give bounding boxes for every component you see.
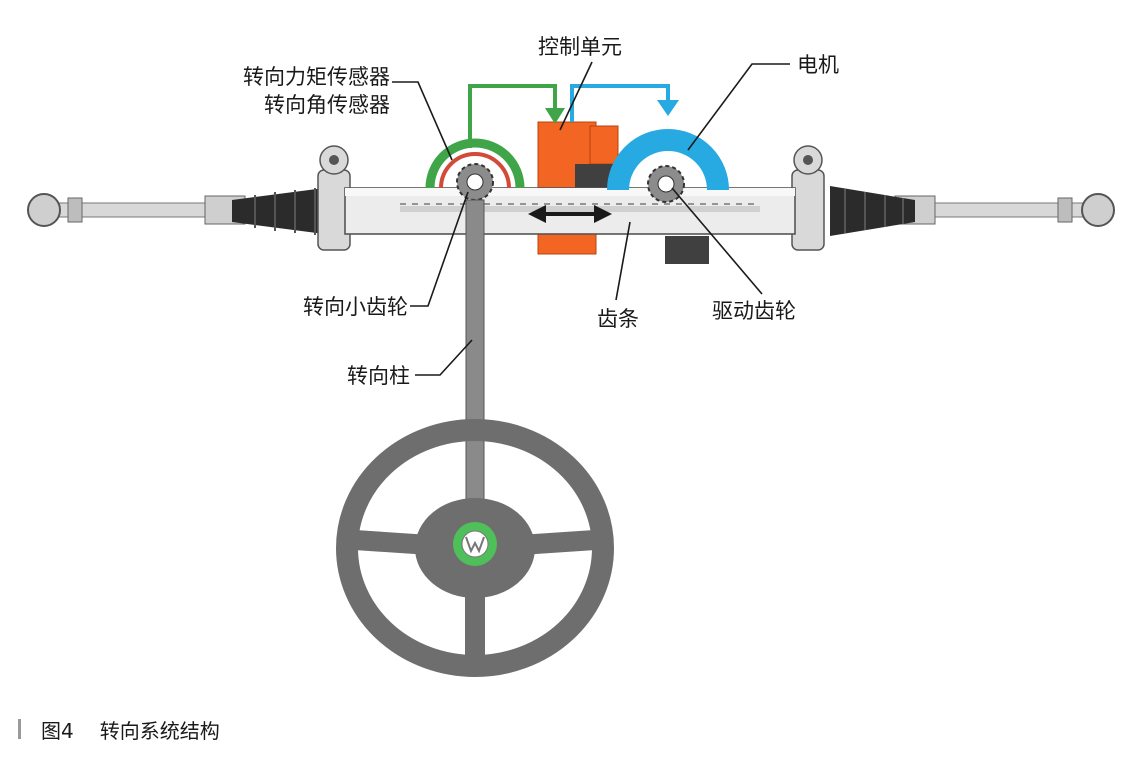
label-drive-gear: 驱动齿轮 — [712, 299, 796, 323]
figure-number: 图4 — [41, 718, 74, 743]
drive-gear-icon — [647, 165, 685, 203]
rack — [400, 203, 760, 212]
leader-control-unit — [559, 61, 593, 131]
figure-caption: 图4 转向系统结构 — [18, 714, 220, 744]
figure-title: 转向系统结构 — [99, 718, 220, 743]
label-column: 转向柱 — [347, 364, 410, 388]
leader-torque-sensor — [392, 81, 453, 161]
leader-motor — [687, 63, 790, 151]
sensor-to-control-arrow — [468, 84, 565, 148]
label-rack: 齿条 — [597, 307, 639, 331]
leader-column — [415, 339, 473, 376]
rack-motion-arrow — [528, 205, 612, 223]
steering-column — [465, 199, 485, 501]
motor-connector — [665, 236, 709, 264]
right-boot — [830, 186, 915, 236]
steering-pinion-gear-icon — [456, 163, 494, 201]
motor — [607, 129, 729, 191]
label-control-unit: 控制单元 — [538, 35, 622, 59]
right-mount-bracket — [791, 145, 825, 251]
left-mount-bracket — [317, 145, 351, 251]
label-angle-sensor: 转向角传感器 — [264, 93, 390, 117]
caption-marker — [18, 719, 21, 739]
leader-rack — [615, 221, 631, 301]
label-motor: 电机 — [797, 53, 839, 77]
label-torque-sensor: 转向力矩传感器 — [243, 65, 390, 89]
left-boot — [232, 186, 340, 236]
label-pinion: 转向小齿轮 — [303, 295, 408, 319]
steering-wheel — [336, 419, 614, 677]
control-to-motor-arrow — [570, 84, 679, 122]
leader-drive-gear — [671, 187, 763, 295]
right-tie-rod — [894, 193, 1115, 227]
leader-pinion — [410, 191, 469, 307]
left-tie-rod — [27, 193, 246, 227]
torque-angle-sensor — [425, 138, 525, 189]
